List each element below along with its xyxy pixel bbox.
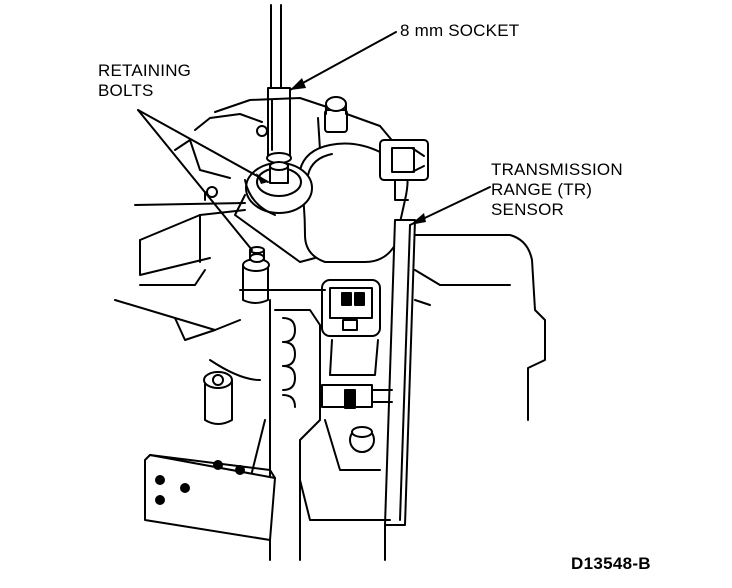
arrowheads [242,78,426,250]
tr-sensor-label-line1: TRANSMISSION [491,160,623,179]
bolt-arrowhead-lower [242,238,252,250]
wire-connector [321,279,381,376]
tr-sensor-body [299,139,429,263]
retaining-bolts-label-line1: RETAINING [98,61,192,80]
retaining-bolts-label: RETAINING BOLTS [98,61,191,101]
case-rib [384,219,546,526]
left-bracket [114,209,246,341]
lower-retaining-bolt [242,246,270,304]
bolt-arrowhead-upper [256,173,268,184]
bottom-case-lines [269,524,386,561]
socket-label: 8 mm SOCKET [400,21,520,40]
socket-arrowhead [290,78,306,90]
tr-sensor-label: TRANSMISSION RANGE (TR) SENSOR [491,160,623,220]
bottom-plate [144,454,276,541]
top-bolt [324,96,348,133]
tr-sensor-label-line2: RANGE (TR) [491,180,593,199]
tr-sensor-arrowhead [410,213,426,225]
retaining-bolts-label-line2: BOLTS [98,81,154,100]
upper-housing [134,97,401,206]
pin-boss [203,371,233,425]
tr-sensor-label-line3: SENSOR [491,200,564,219]
side-fitting [299,384,393,521]
socket-extension [266,4,292,164]
shaft-boss [234,161,316,263]
figure-code: D13548-B [571,554,651,573]
